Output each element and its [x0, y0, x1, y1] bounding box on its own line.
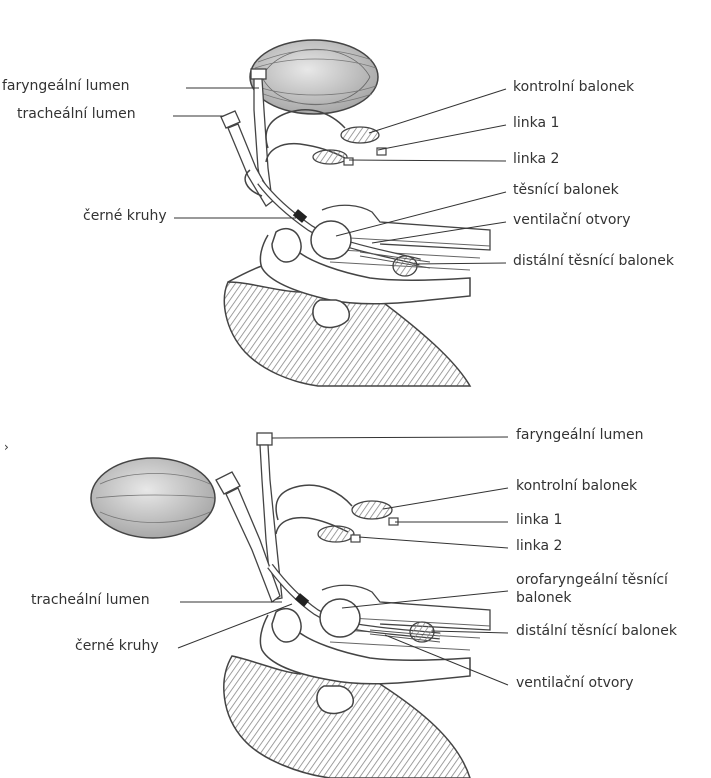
top-label-tracheal-lumen: tracheální lumen — [17, 106, 136, 123]
bottom-diagram-marker: › — [4, 440, 9, 454]
top-label-black-rings: černé kruhy — [83, 208, 167, 225]
bottom-ventilation-bag — [91, 458, 215, 538]
bottom-label-black-rings: černé kruhy — [75, 638, 159, 655]
top-label-sealing-balloon: těsnící balonek — [513, 182, 619, 199]
top-label-pharyngeal-lumen: faryngeální lumen — [2, 78, 130, 95]
top-label-line-2: linka 2 — [513, 151, 559, 168]
bottom-label-line-2: linka 2 — [516, 538, 562, 555]
bottom-label-tracheal-lumen: tracheální lumen — [31, 592, 150, 609]
bottom-label-line-1: linka 1 — [516, 512, 562, 529]
top-label-line-1: linka 1 — [513, 115, 559, 132]
top-head — [224, 205, 490, 386]
bottom-label-distal-sealing-balloon: distální těsnící balonek — [516, 623, 677, 640]
bottom-diagram — [91, 433, 508, 778]
top-diagram — [173, 40, 506, 386]
bottom-label-ventilation-holes: ventilační otvory — [516, 675, 633, 692]
top-ventilation-bag — [250, 40, 378, 114]
top-label-ventilation-holes: ventilační otvory — [513, 212, 630, 229]
bottom-label-oropharyngeal-sealing-balloon-line1: orofaryngeální těsnící — [516, 572, 668, 589]
bottom-label-oropharyngeal-sealing-balloon-line2: balonek — [516, 590, 572, 607]
top-label-distal-sealing-balloon: distální těsnící balonek — [513, 253, 674, 270]
top-label-control-balloon: kontrolní balonek — [513, 79, 634, 96]
bottom-label-pharyngeal-lumen: faryngeální lumen — [516, 427, 644, 444]
bottom-label-control-balloon: kontrolní balonek — [516, 478, 637, 495]
